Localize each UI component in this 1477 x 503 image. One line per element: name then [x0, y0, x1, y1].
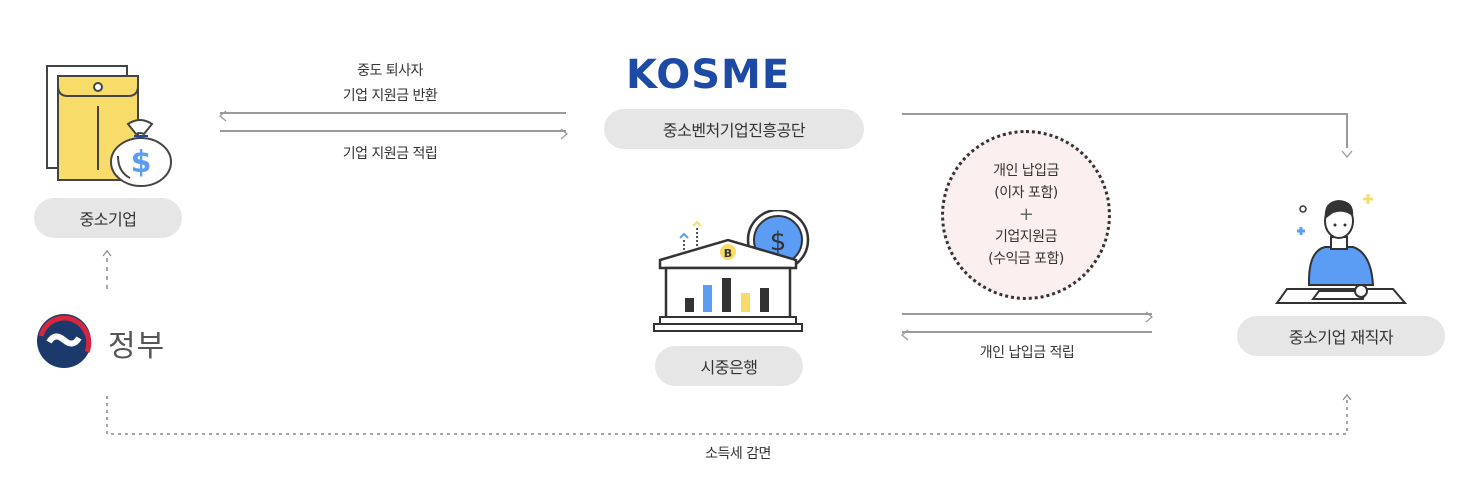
arrowhead-right-icon — [560, 125, 569, 144]
payout-plus: + — [1018, 204, 1034, 225]
kosme-label: 중소벤처기업진흥공단 — [604, 109, 864, 149]
employee-icon — [1275, 185, 1415, 310]
payout-line2: (이자 포함) — [994, 185, 1058, 201]
sme-icon: $ — [44, 64, 174, 189]
bank-icon: $ B — [650, 208, 815, 335]
government-emblem-icon — [35, 312, 93, 370]
arrowhead-left-icon — [218, 107, 227, 126]
tax-reduction-label: 소득세 감면 — [705, 446, 771, 462]
payout-circle: 개인 납입금 (이자 포함) + 기업지원금 (수익금 포함) — [941, 130, 1111, 300]
employee-to-bank-arrow — [902, 331, 1152, 333]
accumulate-support-label: 기업 지원금 적립 — [342, 146, 438, 162]
sme-label: 중소기업 — [34, 198, 182, 238]
kosme-to-employee-line — [902, 113, 1347, 115]
accumulate-arrow-right — [220, 130, 566, 132]
arrowhead-right-icon — [1145, 308, 1154, 327]
svg-text:$: $ — [131, 145, 152, 180]
payout-line1: 개인 납입금 — [993, 163, 1059, 179]
svg-text:B: B — [724, 247, 732, 260]
payout-line3: 기업지원금 — [995, 229, 1057, 245]
bank-label: 시중은행 — [655, 346, 803, 386]
kosme-to-employee-drop — [1346, 113, 1348, 148]
svg-text:$: $ — [770, 227, 787, 257]
gov-to-sme-dashed-arrow — [100, 248, 114, 296]
personal-deposit-label: 개인 납입금 적립 — [979, 345, 1075, 361]
arrowhead-left-icon — [900, 326, 909, 345]
employee-label: 중소기업 재직자 — [1237, 316, 1445, 356]
return-label-line1: 중도 퇴사자 — [357, 63, 423, 79]
bank-to-employee-arrow — [902, 313, 1152, 315]
kosme-logo: KOSME — [626, 52, 790, 98]
payout-line4: (수익금 포함) — [988, 251, 1064, 267]
return-arrow-left — [220, 112, 566, 114]
kosme-logo-text: KOSME — [626, 52, 791, 98]
government-label: 정부 — [108, 329, 166, 364]
arrowhead-down-icon — [1341, 143, 1353, 162]
tax-reduction-dashed-path — [100, 392, 1360, 440]
return-label-line2: 기업 지원금 반환 — [342, 88, 438, 104]
